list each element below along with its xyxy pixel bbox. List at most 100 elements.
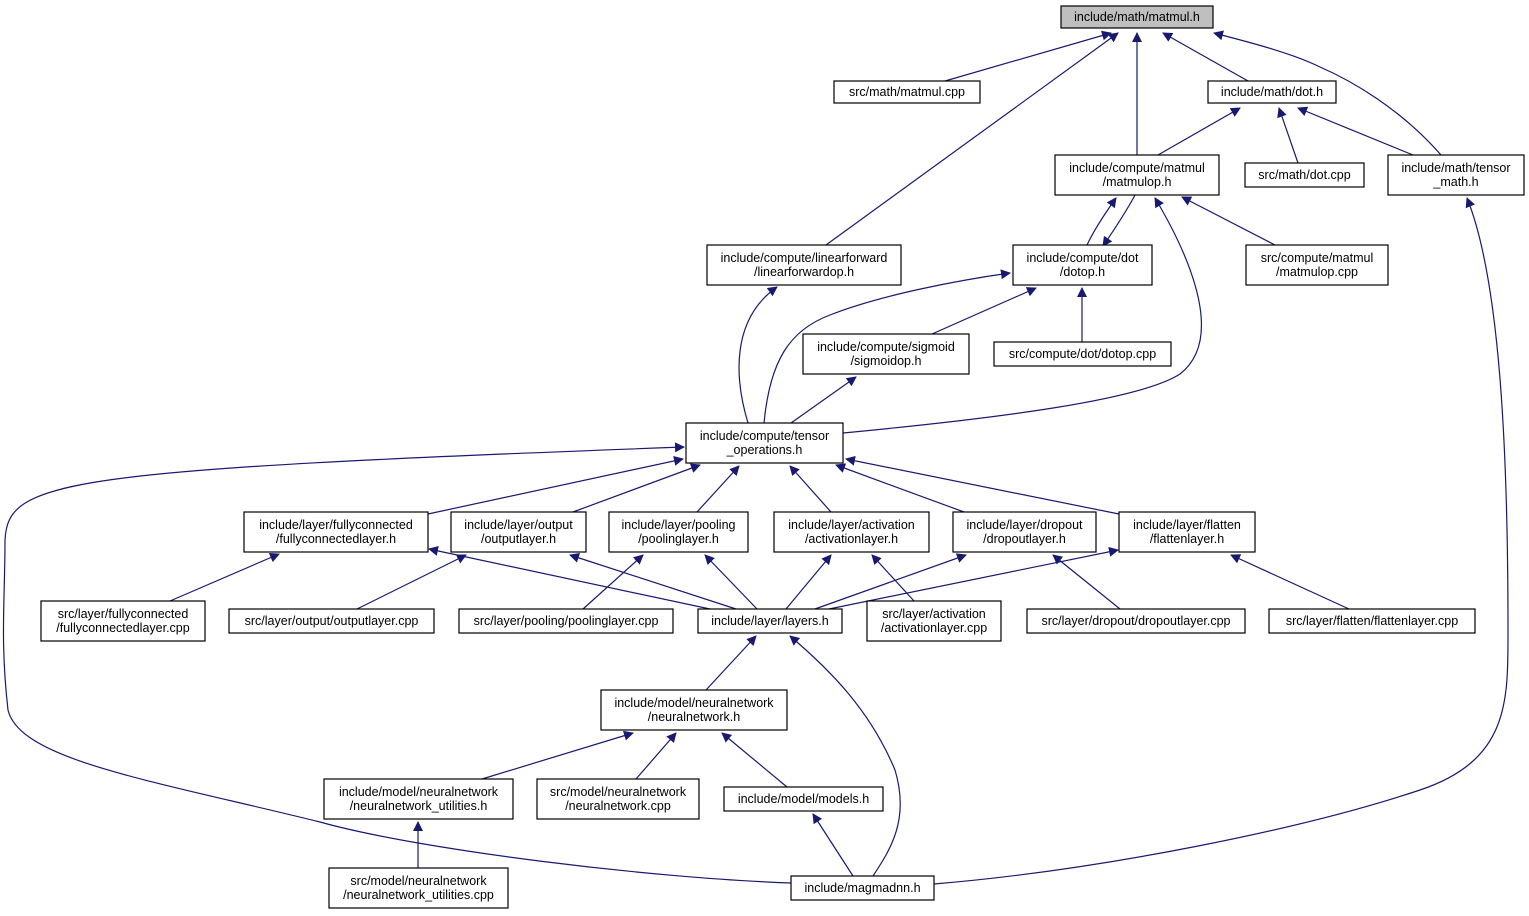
node-label-line: include/compute/matmul xyxy=(1069,161,1204,175)
node-box xyxy=(1387,154,1525,196)
node-box xyxy=(1012,244,1153,286)
node-label-line: include/magmadnn.h xyxy=(804,881,920,895)
edge-dot_h-to-matmul_h xyxy=(1162,32,1249,82)
edge-matmul_cpp-to-matmul_h xyxy=(944,30,1112,82)
node-label-line: /neuralnetwork_utilities.cpp xyxy=(343,888,494,902)
node-label-line: _operations.h xyxy=(726,443,803,457)
node-box xyxy=(1245,244,1389,286)
node-box xyxy=(790,875,935,901)
node-box xyxy=(608,511,749,553)
node-activationlayer-h[interactable]: include/layer/activation/activationlayer… xyxy=(773,511,930,553)
node-dotop-h[interactable]: include/compute/dot/dotop.h xyxy=(1012,244,1153,286)
node-label-line: src/math/matmul.cpp xyxy=(849,85,965,99)
node-tensor-operations-h[interactable]: include/compute/tensor_operations.h xyxy=(685,422,844,464)
node-label-line: src/layer/activation xyxy=(882,607,986,621)
node-label-line: /outputlayer.h xyxy=(481,532,556,546)
node-tensor-math-h[interactable]: include/math/tensor_math.h xyxy=(1387,154,1525,196)
edge-dot_cpp-to-dot_h xyxy=(1277,107,1299,164)
node-poolinglayer-cpp[interactable]: src/layer/pooling/poolinglayer.cpp xyxy=(458,608,674,634)
node-dot-cpp[interactable]: src/math/dot.cpp xyxy=(1244,162,1365,188)
node-box xyxy=(40,600,206,642)
node-label-line: src/math/dot.cpp xyxy=(1258,168,1350,182)
dependency-edges xyxy=(2,30,1509,885)
node-models-h[interactable]: include/model/models.h xyxy=(723,786,884,812)
edge-layers_h-to-poolinglayer_h xyxy=(704,554,758,610)
node-label-line: /activationlayer.cpp xyxy=(881,621,987,635)
edge-poolinglayer_h-to-tensor_operations_h xyxy=(696,465,740,513)
node-sigmoidop-h[interactable]: include/compute/sigmoid/sigmoidop.h xyxy=(802,333,970,375)
node-box xyxy=(1207,80,1337,104)
edge-matmulop_h-to-dot_h xyxy=(1157,107,1241,156)
file-nodes: include/math/matmul.h src/math/matmul.cpp… xyxy=(40,5,1525,909)
node-dotop-cpp[interactable]: src/compute/dot/dotop.cpp xyxy=(993,341,1172,367)
node-box xyxy=(802,333,970,375)
node-flattenlayer-cpp[interactable]: src/layer/flatten/flattenlayer.cpp xyxy=(1268,608,1476,634)
edge-flattenlayer_h-to-tensor_operations_h xyxy=(845,455,1120,515)
edge-sigmoidop_h-to-dotop_h xyxy=(931,287,1037,335)
edge-tensor_operations_h-to-matmulop_h xyxy=(842,197,1202,434)
node-layers-h[interactable]: include/layer/layers.h xyxy=(697,608,843,634)
node-box xyxy=(993,341,1172,367)
node-label-line: /poolinglayer.h xyxy=(638,532,719,546)
edge-layers_h-to-flattenlayer_h xyxy=(828,546,1119,610)
node-magmadnn-h[interactable]: include/magmadnn.h xyxy=(790,875,935,901)
node-neuralnetwork-cpp[interactable]: src/model/neuralnetwork/neuralnetwork.cp… xyxy=(536,778,700,820)
node-box xyxy=(536,778,700,820)
node-box xyxy=(1268,608,1476,634)
node-label-line: include/model/neuralnetwork xyxy=(614,696,774,710)
edge-magmadnn_h-to-layers_h xyxy=(789,635,901,877)
node-flattenlayer-h[interactable]: include/layer/flatten/flattenlayer.h xyxy=(1118,511,1256,553)
node-outputlayer-h[interactable]: include/layer/output/outputlayer.h xyxy=(450,511,587,553)
edge-models_h-to-neuralnetwork_h xyxy=(721,732,788,788)
node-dropoutlayer-cpp[interactable]: src/layer/dropout/dropoutlayer.cpp xyxy=(1026,608,1246,634)
edge-activationlayer_h-to-tensor_operations_h xyxy=(789,465,832,513)
node-fullyconnectedlayer-h[interactable]: include/layer/fullyconnected/fullyconnec… xyxy=(243,511,429,553)
node-label-line: include/math/dot.h xyxy=(1221,85,1323,99)
node-box xyxy=(1060,5,1214,29)
node-outputlayer-cpp[interactable]: src/layer/output/outputlayer.cpp xyxy=(228,608,435,634)
node-matmulop-cpp[interactable]: src/compute/matmul/matmulop.cpp xyxy=(1245,244,1389,286)
node-label-line: /neuralnetwork.h xyxy=(648,710,740,724)
node-label-line: include/compute/dot xyxy=(1027,251,1139,265)
node-dot-h[interactable]: include/math/dot.h xyxy=(1207,80,1337,104)
edge-dropoutlayer_cpp-to-dropoutlayer_h xyxy=(1052,554,1121,610)
edge-outputlayer_cpp-to-outputlayer_h xyxy=(356,554,467,610)
node-label-line: include/compute/sigmoid xyxy=(817,340,955,354)
node-label-line: include/compute/linearforward xyxy=(721,251,888,265)
edge-tensor_operations_h-to-linearforwardop_h xyxy=(738,286,778,424)
node-label-line: include/math/matmul.h xyxy=(1074,10,1200,24)
edge-matmulop_h-to-dotop_h xyxy=(1102,194,1136,247)
node-label-line: /linearforwardop.h xyxy=(754,265,854,279)
node-label-line: /activationlayer.h xyxy=(805,532,898,546)
edge-layers_h-to-fullyconnectedlayer_h xyxy=(428,545,711,610)
node-label-line: src/layer/pooling/poolinglayer.cpp xyxy=(474,614,659,628)
edge-neuralnetwork_utilities_h-to-neuralnetwork_h xyxy=(481,730,634,780)
node-matmulop-h[interactable]: include/compute/matmul/matmulop.h xyxy=(1054,154,1220,196)
edge-tensor_math_h-to-dot_h xyxy=(1297,106,1414,156)
node-box xyxy=(600,689,788,731)
node-neuralnetwork-utilities-h[interactable]: include/model/neuralnetwork/neuralnetwor… xyxy=(323,778,514,820)
node-neuralnetwork-h[interactable]: include/model/neuralnetwork/neuralnetwor… xyxy=(600,689,788,731)
node-dropoutlayer-h[interactable]: include/layer/dropout/dropoutlayer.h xyxy=(952,511,1097,553)
node-label-line: include/model/models.h xyxy=(738,792,869,806)
node-label-line: /fullyconnectedlayer.h xyxy=(276,532,396,546)
node-box xyxy=(458,608,674,634)
node-label-line: include/math/tensor xyxy=(1401,161,1510,175)
edge-magmadnn_h-to-tensor_math_h xyxy=(933,197,1509,885)
node-linearforwardop-h[interactable]: include/compute/linearforward/linearforw… xyxy=(706,244,902,286)
node-label-line: include/layer/layers.h xyxy=(711,614,828,628)
node-neuralnetwork-utilities-cpp[interactable]: src/model/neuralnetwork/neuralnetwork_ut… xyxy=(328,867,509,909)
edge-tensor_operations_h-to-dotop_h xyxy=(763,269,1011,424)
node-label-line: _math.h xyxy=(1432,175,1478,189)
node-matmul-h[interactable]: include/math/matmul.h xyxy=(1060,5,1214,29)
node-label-line: /neuralnetwork_utilities.h xyxy=(350,799,488,813)
node-label-line: src/model/neuralnetwork xyxy=(350,874,487,888)
node-label-line: include/layer/flatten xyxy=(1133,518,1241,532)
node-poolinglayer-h[interactable]: include/layer/pooling/poolinglayer.h xyxy=(608,511,749,553)
node-matmul-cpp[interactable]: src/math/matmul.cpp xyxy=(833,80,981,104)
node-fullyconnectedlayer-cpp[interactable]: src/layer/fullyconnected/fullyconnectedl… xyxy=(40,600,206,642)
edge-magmadnn_h-to-tensor_operations_h xyxy=(2,442,792,884)
node-label-line: /dotop.h xyxy=(1060,265,1105,279)
node-activationlayer-cpp[interactable]: src/layer/activation/activationlayer.cpp xyxy=(866,600,1002,642)
